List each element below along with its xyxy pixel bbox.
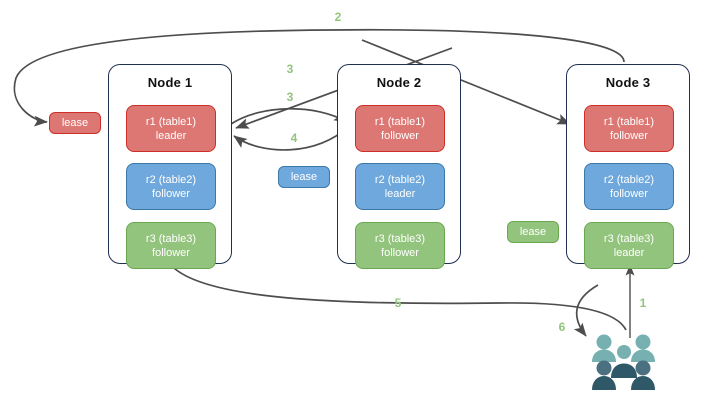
node-title: Node 2 xyxy=(376,75,422,90)
replica-r2[interactable]: r2 (table2) follower xyxy=(584,163,674,210)
replica-r3[interactable]: r3 (table3) follower xyxy=(126,222,216,269)
lease-badge-r3[interactable]: lease xyxy=(507,221,559,243)
replica-r1[interactable]: r1 (table1) leader xyxy=(126,105,216,152)
replica-role: follower xyxy=(152,246,190,259)
replica-name: r3 (table3) xyxy=(374,232,426,245)
replica-name: r2 (table2) xyxy=(374,173,426,186)
step-label-3-upper: 3 xyxy=(286,62,294,76)
replica-r3[interactable]: r3 (table3) follower xyxy=(355,222,445,269)
step-label-3-lower: 3 xyxy=(286,90,294,104)
node-card-2[interactable]: Node 2 r1 (table1) follower r2 (table2) … xyxy=(337,64,461,269)
node-card-3[interactable]: Node 3 r1 (table1) follower r2 (table2) … xyxy=(566,64,690,269)
users-group-icon xyxy=(590,332,664,392)
replica-role: follower xyxy=(381,246,419,259)
edge-step-6 xyxy=(573,284,599,337)
replica-name: r1 (table1) xyxy=(374,115,426,128)
step-label-2: 2 xyxy=(334,10,342,24)
edge-step-3-lower xyxy=(230,107,348,125)
step-label-4: 4 xyxy=(290,131,298,145)
lease-badge-r1[interactable]: lease xyxy=(49,112,101,134)
replica-name: r2 (table2) xyxy=(145,173,197,186)
replica-name: r1 (table1) xyxy=(145,115,197,128)
replica-r1[interactable]: r1 (table1) follower xyxy=(584,105,674,152)
replica-role: follower xyxy=(381,129,419,142)
replica-name: r3 (table3) xyxy=(603,232,655,245)
step-label-6: 6 xyxy=(558,320,566,334)
replica-name: r1 (table1) xyxy=(603,115,655,128)
replica-r2[interactable]: r2 (table2) leader xyxy=(355,163,445,210)
step-label-1: 1 xyxy=(639,296,647,310)
replica-role: follower xyxy=(610,129,648,142)
replica-name: r2 (table2) xyxy=(603,173,655,186)
replica-role: leader xyxy=(613,246,645,259)
replica-role: follower xyxy=(152,187,190,200)
node-title: Node 1 xyxy=(147,75,193,90)
replica-role: leader xyxy=(384,187,416,200)
lease-badge-r2[interactable]: lease xyxy=(278,166,330,188)
edge-step-2 xyxy=(13,28,625,127)
replica-r2[interactable]: r2 (table2) follower xyxy=(126,163,216,210)
step-label-5: 5 xyxy=(394,296,402,310)
node-title: Node 3 xyxy=(605,75,651,90)
replica-role: leader xyxy=(155,129,187,142)
replica-role: follower xyxy=(610,187,648,200)
node-card-1[interactable]: Node 1 r1 (table1) leader r2 (table2) fo… xyxy=(108,64,232,269)
replica-r1[interactable]: r1 (table1) follower xyxy=(355,105,445,152)
replica-name: r3 (table3) xyxy=(145,232,197,245)
replica-r3[interactable]: r3 (table3) leader xyxy=(584,222,674,269)
